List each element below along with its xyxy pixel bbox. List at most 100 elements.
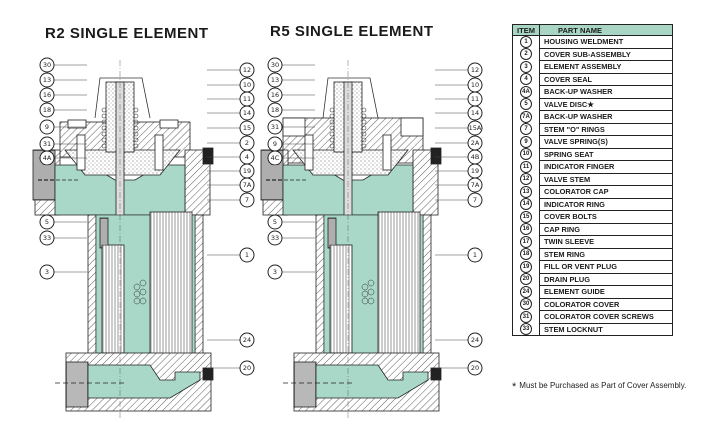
- spring-coil: [133, 143, 139, 149]
- item-number-badge: 9: [520, 135, 532, 148]
- cover-stud: [382, 134, 392, 171]
- callout-label: 4: [245, 153, 249, 161]
- spring-coil: [133, 125, 139, 131]
- drain-plug: [202, 367, 214, 381]
- callout-label: 33: [43, 234, 51, 242]
- spring-coil: [329, 125, 335, 131]
- item-number-badge: 2: [520, 48, 532, 61]
- callout-label: 19: [243, 167, 251, 175]
- callout-label: 10: [243, 81, 251, 89]
- filter-element: [149, 211, 193, 355]
- callout-label: 11: [471, 95, 479, 103]
- callout-circle: [467, 105, 483, 121]
- item-number-cell: 1: [512, 35, 540, 48]
- spring-coil: [361, 119, 367, 125]
- bowl-wall-left: [315, 214, 325, 356]
- item-number-cell: 18: [512, 248, 540, 261]
- callout-label: 7A: [243, 181, 252, 189]
- callout-3: 3: [39, 264, 87, 280]
- flow-bubble: [139, 297, 147, 305]
- callout-7A: 7A: [435, 177, 483, 193]
- callout-7: 7: [435, 192, 483, 208]
- part-name-cell: HOUSING WELDMENT: [539, 35, 673, 49]
- callout-label: 14: [471, 109, 479, 117]
- callout-30: 30: [39, 57, 87, 73]
- part-name-cell: COVER SUB-ASSEMBLY: [539, 48, 673, 61]
- callout-12: 12: [207, 62, 255, 78]
- bowl-wall-right: [422, 214, 432, 356]
- callout-circle: [39, 150, 55, 166]
- callout-circle: [467, 62, 483, 78]
- colorator-cover: [94, 77, 151, 119]
- part-name-cell: COLORATOR CAP: [539, 185, 673, 199]
- item-number-cell: 9: [512, 135, 540, 148]
- callout-14: 14: [207, 105, 255, 121]
- callout-3: 3: [267, 264, 315, 280]
- item-number-cell: 10: [512, 148, 540, 161]
- bowl-wall-left: [87, 214, 97, 356]
- callout-20: 20: [435, 360, 483, 376]
- callout-circle: [239, 247, 255, 263]
- callout-label: 12: [243, 66, 251, 74]
- callout-label: 9: [45, 123, 49, 131]
- flow-bubble: [361, 283, 369, 291]
- item-number-cell: 17: [512, 235, 540, 248]
- callout-16: 16: [39, 87, 87, 103]
- part-name-cell: CAP RING: [539, 223, 673, 236]
- callout-31: 31: [267, 119, 315, 135]
- callout-label: 2A: [471, 139, 480, 147]
- item-number-cell: 5: [512, 98, 540, 111]
- flow-bubble: [367, 279, 375, 287]
- bowl-wall-right: [194, 214, 204, 356]
- flow-bubble: [367, 288, 375, 296]
- callout-7A: 7A: [207, 177, 255, 193]
- item-number-badge: 13: [520, 185, 532, 198]
- callout-circle: [467, 360, 483, 376]
- callout-circle: [39, 102, 55, 118]
- callout-label: 10: [471, 81, 479, 89]
- table-row: 7A BACK-UP WASHER: [512, 110, 673, 124]
- callout-circle: [267, 72, 283, 88]
- callout-33: 33: [39, 230, 87, 246]
- part-name-cell: BACK-UP WASHER: [539, 110, 673, 124]
- spring-coil: [133, 119, 139, 125]
- part-name-cell: BACK-UP WASHER: [539, 85, 673, 99]
- spring-coil: [133, 137, 139, 143]
- bypass-element: [329, 244, 353, 354]
- callout-circle: [239, 332, 255, 348]
- callout-label: 18: [271, 106, 279, 114]
- callout-label: 14: [243, 109, 251, 117]
- callout-label: 30: [271, 61, 279, 69]
- r2-cross-section: [32, 60, 214, 420]
- callout-label: 30: [43, 61, 51, 69]
- item-number-cell: 15: [512, 210, 540, 223]
- spring-coil: [329, 119, 335, 125]
- part-name-cell: VALVE SPRING(S): [539, 135, 673, 149]
- item-number-cell: 13: [512, 185, 540, 198]
- callout-label: 20: [471, 364, 479, 372]
- item-number-badge: 7: [520, 123, 532, 136]
- callout-circle: [267, 102, 283, 118]
- callout-18: 18: [39, 102, 87, 118]
- callout-label: 7: [245, 196, 249, 204]
- outlet-fluid-channel: [312, 364, 429, 399]
- callout-label: 4B: [471, 153, 480, 161]
- item-number-badge: 12: [520, 173, 532, 186]
- part-name-cell: VALVE STEM: [539, 173, 673, 186]
- outlet-fluid-channel: [84, 364, 201, 399]
- item-number-badge: 7A: [520, 110, 532, 123]
- callout-circle: [239, 177, 255, 193]
- callout-label: 24: [471, 336, 479, 344]
- vent-plug: [202, 147, 214, 165]
- item-number-badge: 30: [520, 298, 532, 311]
- callout-4B: 4B: [435, 149, 483, 165]
- item-number-cell: 12: [512, 173, 540, 186]
